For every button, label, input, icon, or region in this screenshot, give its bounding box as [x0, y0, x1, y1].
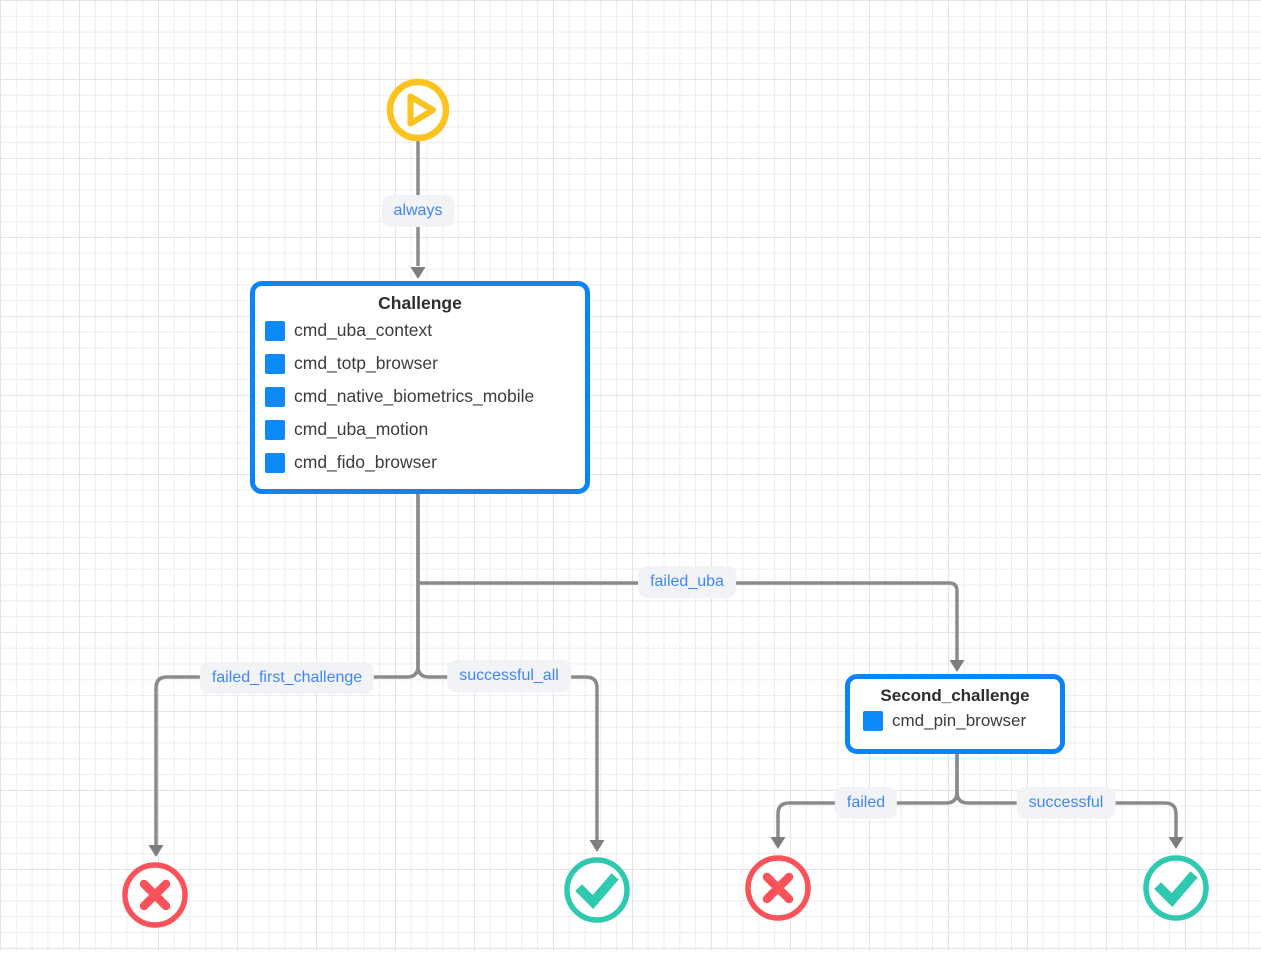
arrowhead-icon — [770, 837, 786, 849]
start-circle-icon — [386, 78, 450, 142]
start-node[interactable] — [382, 74, 454, 146]
node-title: Second_challenge — [880, 686, 1030, 705]
command-square-icon — [265, 386, 285, 407]
command-square-icon — [863, 711, 883, 732]
x-icon — [762, 872, 794, 904]
end-node-success[interactable] — [1140, 852, 1212, 924]
end-node-fail[interactable] — [119, 859, 191, 931]
check-icon — [575, 873, 619, 909]
edge-label-successful[interactable]: successful — [1016, 787, 1116, 819]
arrowhead-icon — [148, 845, 164, 857]
edge-label-always[interactable]: always — [381, 195, 455, 227]
command-square-icon — [265, 419, 285, 440]
command-label: cmd_totp_browser — [294, 353, 438, 373]
command-square-icon — [265, 353, 285, 374]
edge-label-successful-all[interactable]: successful_all — [447, 660, 571, 692]
arrowhead-icon — [1168, 837, 1184, 849]
command-label: cmd_fido_browser — [294, 452, 437, 472]
command-square-icon — [265, 320, 285, 341]
command-label: cmd_native_biometrics_mobile — [294, 386, 535, 406]
node-title: Challenge — [378, 293, 462, 313]
edge-label-failed-uba[interactable]: failed_uba — [638, 566, 736, 598]
x-icon — [139, 879, 171, 911]
success-circle-icon — [564, 857, 630, 923]
node-second-challenge[interactable]: Second_challenge cmd_pin_browser — [845, 674, 1065, 754]
end-node-success[interactable] — [561, 854, 633, 926]
arrowhead-icon — [410, 267, 426, 279]
arrowhead-icon — [589, 840, 605, 852]
success-circle-icon — [1143, 855, 1209, 921]
edge-label-failed[interactable]: failed — [834, 787, 898, 819]
node-challenge[interactable]: Challenge cmd_uba_context cmd_totp_brows… — [250, 281, 590, 494]
command-label: cmd_pin_browser — [892, 711, 1027, 731]
edge-label-failed-first-challenge[interactable]: failed_first_challenge — [199, 662, 375, 694]
command-item[interactable]: cmd_native_biometrics_mobile — [255, 380, 585, 413]
end-node-fail[interactable] — [742, 852, 814, 924]
command-label: cmd_uba_context — [294, 320, 433, 340]
play-icon — [407, 93, 436, 127]
edge-failed-uba[interactable] — [418, 581, 959, 660]
command-item[interactable]: cmd_uba_context — [255, 314, 585, 347]
command-item[interactable]: cmd_fido_browser — [255, 446, 585, 479]
command-label: cmd_uba_motion — [294, 419, 429, 439]
arrowhead-icon — [949, 660, 965, 672]
check-icon — [1154, 871, 1198, 907]
command-item[interactable]: cmd_pin_browser — [850, 706, 1060, 736]
command-square-icon — [265, 452, 285, 473]
command-item[interactable]: cmd_uba_motion — [255, 413, 585, 446]
command-item[interactable]: cmd_totp_browser — [255, 347, 585, 380]
